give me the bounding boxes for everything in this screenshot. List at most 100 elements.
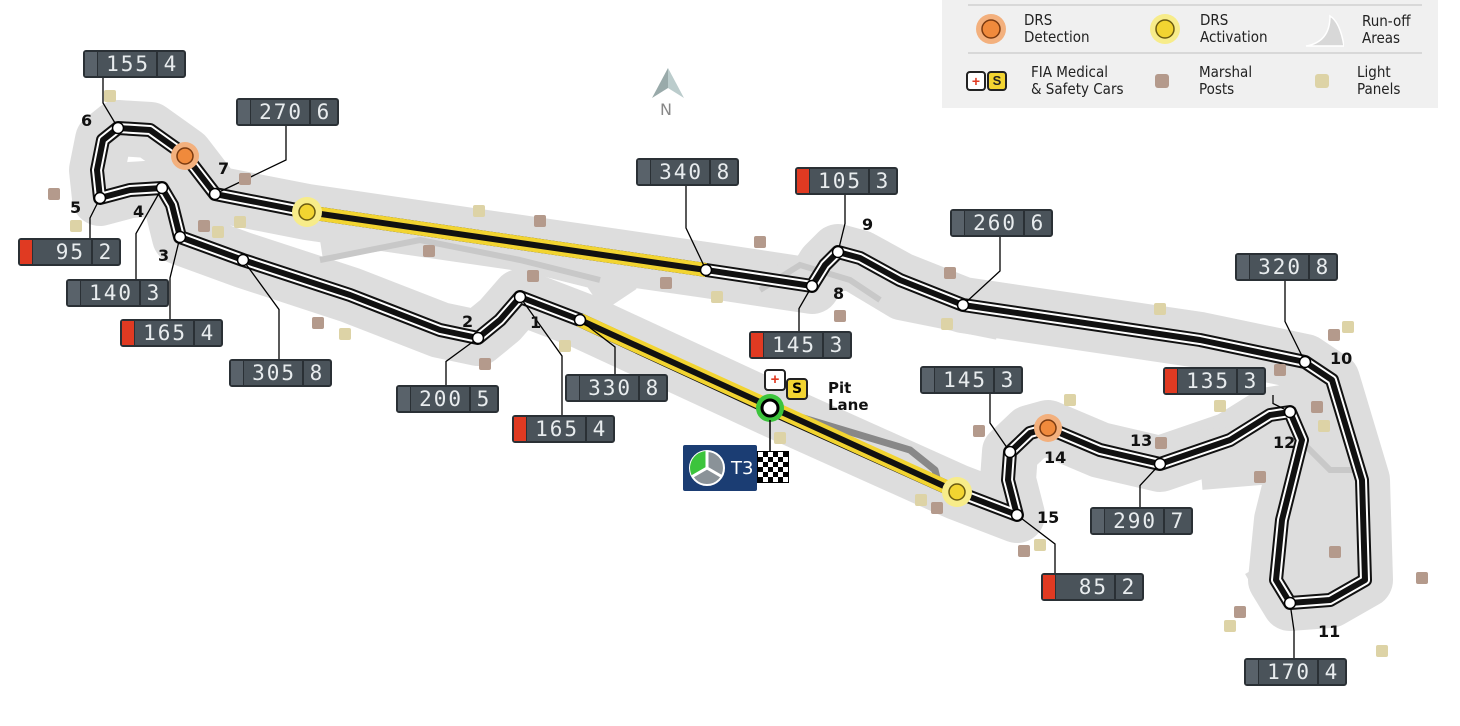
marshal-post bbox=[660, 277, 672, 289]
gear-value: 4 bbox=[200, 321, 216, 345]
speed-value: 305 bbox=[244, 361, 304, 385]
speed-value: 165 bbox=[527, 417, 587, 441]
marshal-post bbox=[198, 220, 210, 232]
leader-line bbox=[989, 394, 1011, 453]
leader-line bbox=[135, 187, 163, 279]
gear-value: 3 bbox=[1243, 369, 1259, 393]
leader-line bbox=[214, 126, 287, 195]
braking-indicator bbox=[1237, 255, 1250, 279]
legend-drs-detection: DRS Detection bbox=[974, 12, 1090, 46]
heavy-braking-indicator bbox=[1043, 575, 1056, 599]
corner-dot bbox=[471, 331, 485, 345]
speed-value: 330 bbox=[580, 376, 640, 400]
light-panel bbox=[473, 205, 485, 217]
leader-line bbox=[579, 319, 616, 374]
marshal-post bbox=[834, 310, 846, 322]
marshal-post bbox=[754, 236, 766, 248]
speed-value: 135 bbox=[1178, 369, 1238, 393]
timing-logo: T3 bbox=[683, 445, 757, 491]
corner-dot bbox=[173, 230, 187, 244]
drs-detection-icon bbox=[176, 147, 194, 165]
safety-car-icon: S bbox=[786, 378, 808, 400]
speed-value: 145 bbox=[935, 368, 995, 392]
gear-value: 2 bbox=[98, 240, 114, 264]
light-panel bbox=[1214, 400, 1226, 412]
speed-value: 145 bbox=[764, 333, 824, 357]
corner-markers bbox=[93, 121, 1312, 610]
marshal-post bbox=[973, 425, 985, 437]
drs-zones bbox=[171, 142, 1062, 507]
heavy-braking-indicator bbox=[1165, 369, 1178, 393]
marshal-post-icon bbox=[1155, 74, 1169, 88]
marshal-post bbox=[1416, 572, 1428, 584]
corner-dot bbox=[573, 313, 587, 327]
gear-value: 3 bbox=[875, 169, 891, 193]
light-panel bbox=[941, 318, 953, 330]
turn-number: 1 bbox=[530, 313, 542, 332]
speed-value: 85 bbox=[1056, 575, 1116, 599]
posts bbox=[48, 90, 1428, 657]
gear-value: 8 bbox=[645, 376, 661, 400]
marshal-post bbox=[239, 173, 251, 185]
north-label: N bbox=[660, 100, 672, 119]
braking-indicator bbox=[238, 100, 251, 124]
braking-indicator bbox=[952, 211, 965, 235]
leader-line bbox=[962, 237, 1001, 306]
corner-dot bbox=[155, 181, 169, 195]
light-panel bbox=[774, 432, 786, 444]
corner-dot bbox=[208, 187, 222, 201]
legend-runoff: Run-off Areas bbox=[1304, 12, 1411, 48]
turn-number: 10 bbox=[1330, 349, 1353, 368]
medical-car-icon: + bbox=[764, 369, 786, 391]
marshal-post bbox=[1328, 329, 1340, 341]
gear-value: 8 bbox=[716, 160, 732, 184]
gear-value: 8 bbox=[1315, 255, 1331, 279]
light-panel bbox=[1064, 394, 1076, 406]
chequered-flag-icon bbox=[757, 451, 789, 483]
gear-value: 7 bbox=[1170, 509, 1186, 533]
corner-dot bbox=[1283, 405, 1297, 419]
speed-value: 170 bbox=[1259, 660, 1319, 684]
heavy-braking-indicator bbox=[751, 333, 764, 357]
leader-line bbox=[445, 337, 479, 385]
light-panel bbox=[339, 328, 351, 340]
speed-value: 260 bbox=[965, 211, 1025, 235]
marshal-post bbox=[1155, 437, 1167, 449]
legend: DRS Detection DRS Activation Run-off Are… bbox=[942, 0, 1438, 108]
turn-number: 9 bbox=[862, 215, 874, 234]
turn-number: 8 bbox=[833, 284, 845, 303]
speed-value: 165 bbox=[135, 321, 195, 345]
turn-number: 14 bbox=[1044, 448, 1067, 467]
light-panel bbox=[559, 340, 571, 352]
light-panel bbox=[1154, 303, 1166, 315]
leader-line bbox=[798, 285, 813, 331]
medical-icon: + bbox=[966, 71, 986, 91]
marshal-post bbox=[527, 270, 539, 282]
turn-number: 2 bbox=[462, 312, 474, 331]
runoff-area bbox=[1197, 420, 1360, 627]
braking-indicator bbox=[398, 387, 411, 411]
drs-activation-icon bbox=[1150, 14, 1180, 44]
marshal-post bbox=[931, 502, 943, 514]
north-arrow-icon bbox=[652, 68, 668, 98]
leader-line bbox=[242, 259, 280, 359]
legend-divider bbox=[968, 52, 1422, 54]
speed-value: 290 bbox=[1105, 509, 1165, 533]
braking-indicator bbox=[1246, 660, 1259, 684]
marshal-post bbox=[944, 267, 956, 279]
leader-line bbox=[837, 195, 846, 253]
leader-line bbox=[1284, 281, 1306, 363]
leader-line bbox=[169, 236, 181, 319]
